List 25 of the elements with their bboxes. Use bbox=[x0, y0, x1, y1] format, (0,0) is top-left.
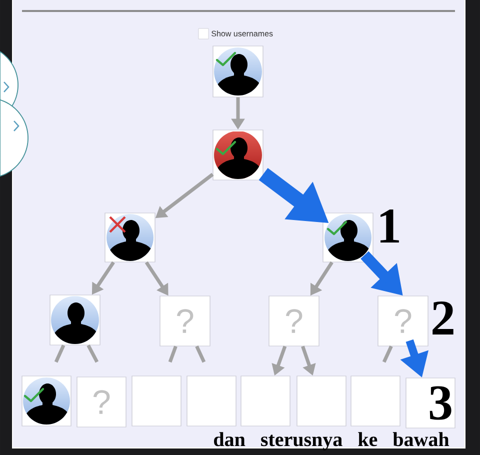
question-mark-box: ? bbox=[268, 296, 320, 346]
line bbox=[168, 346, 178, 363]
avatar-picture bbox=[50, 294, 100, 346]
note-text: dan sterusnya ke bawah bbox=[214, 432, 450, 450]
line bbox=[195, 346, 206, 363]
checkbox-label: Show usernames bbox=[212, 30, 273, 36]
empty-box bbox=[240, 376, 290, 426]
avatar-picture bbox=[212, 46, 264, 98]
line bbox=[382, 346, 393, 363]
empty-box bbox=[350, 376, 400, 426]
step-number-box: 3 bbox=[406, 378, 456, 428]
step-number: 2 bbox=[432, 301, 454, 335]
question-mark-box: ? bbox=[76, 376, 126, 428]
step-number: 1 bbox=[380, 209, 399, 242]
empty-box bbox=[132, 376, 182, 426]
line bbox=[54, 344, 66, 363]
avatar-picture bbox=[322, 212, 374, 262]
avatar-picture bbox=[212, 130, 264, 180]
avatar-picture bbox=[104, 212, 156, 262]
empty-box bbox=[296, 376, 346, 426]
avatar-picture bbox=[22, 376, 72, 426]
empty-box bbox=[186, 376, 236, 426]
line bbox=[86, 344, 99, 363]
question-mark-box: ? bbox=[160, 296, 210, 346]
question-mark-box: ? bbox=[378, 296, 428, 346]
